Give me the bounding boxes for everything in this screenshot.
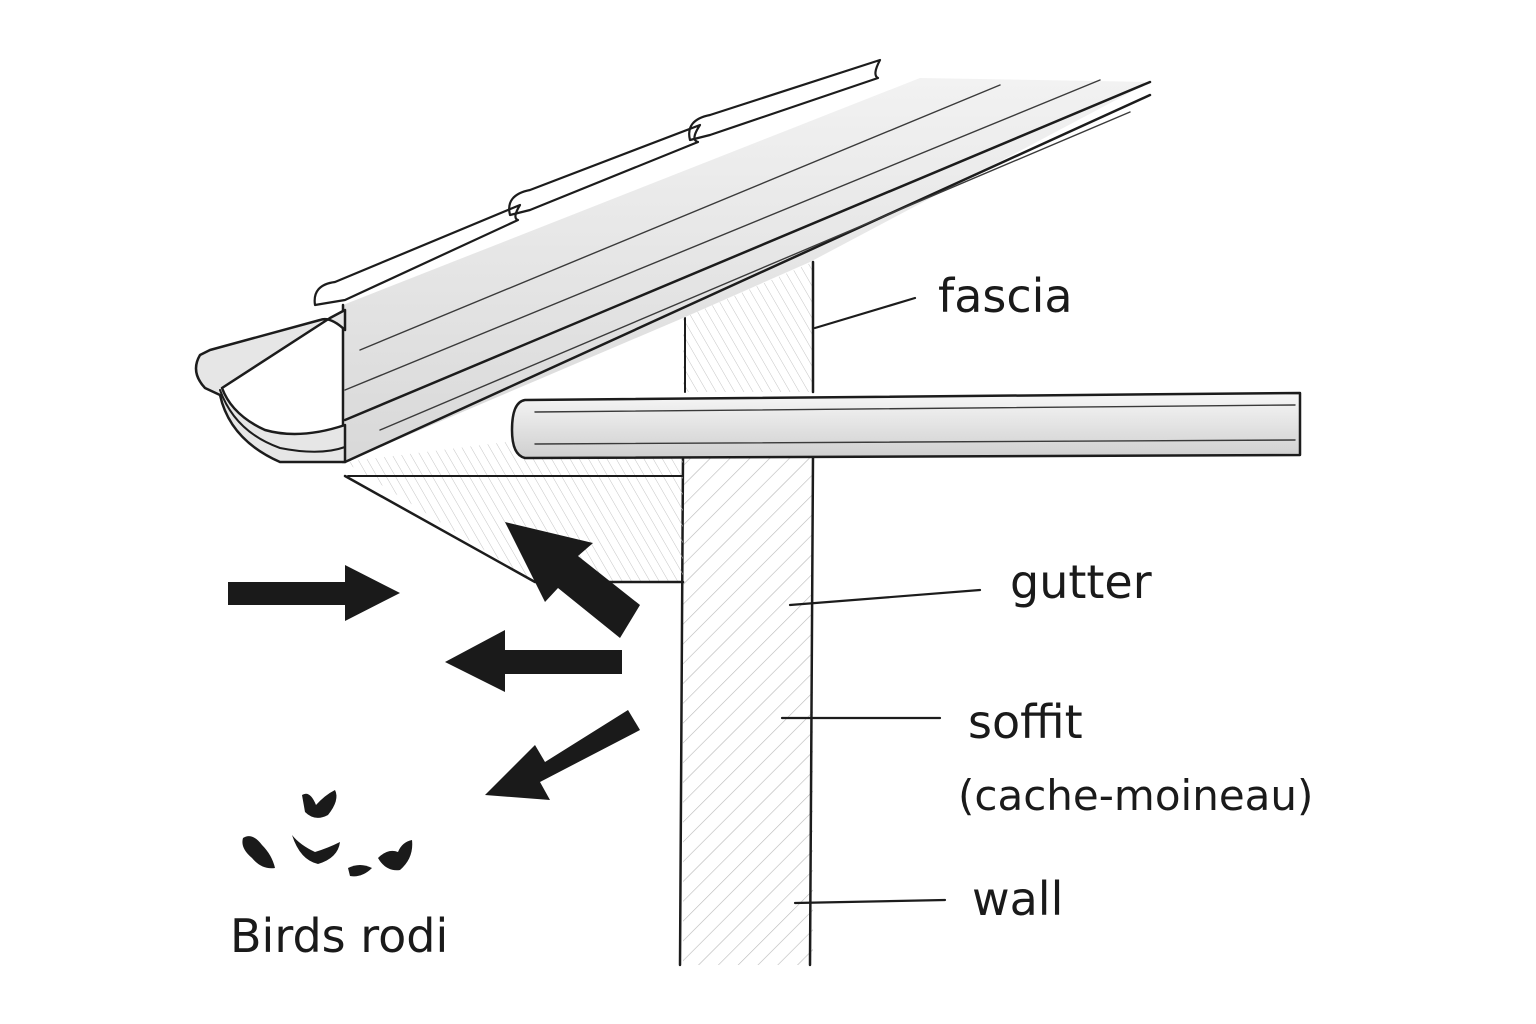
bird-mark-icon (242, 836, 275, 869)
arrow-down-left-icon (485, 710, 640, 800)
label-wall: wall (972, 872, 1063, 926)
arrow-right-icon (228, 565, 400, 621)
fascia (683, 260, 815, 394)
label-soffit: soffit (968, 695, 1083, 749)
label-fascia: fascia (938, 269, 1073, 323)
bird-mark-icon (348, 865, 372, 877)
label-soffit-alt: (cache-moineau) (958, 771, 1313, 820)
bird-mark-icon (378, 840, 413, 871)
roof (313, 58, 1152, 464)
bird-mark-icon (292, 835, 340, 864)
ceiling-joist (510, 391, 1302, 460)
label-gutter: gutter (1010, 555, 1152, 609)
bird-droppings (242, 790, 413, 877)
arrow-up-left-icon (505, 522, 640, 638)
arrow-left-icon (445, 630, 622, 692)
wall (678, 453, 815, 967)
leader-lines (780, 296, 982, 905)
gutter (194, 308, 347, 464)
airflow-arrows (228, 522, 640, 800)
label-birds: Birds rodi (230, 909, 448, 963)
bird-mark-icon (302, 790, 337, 818)
